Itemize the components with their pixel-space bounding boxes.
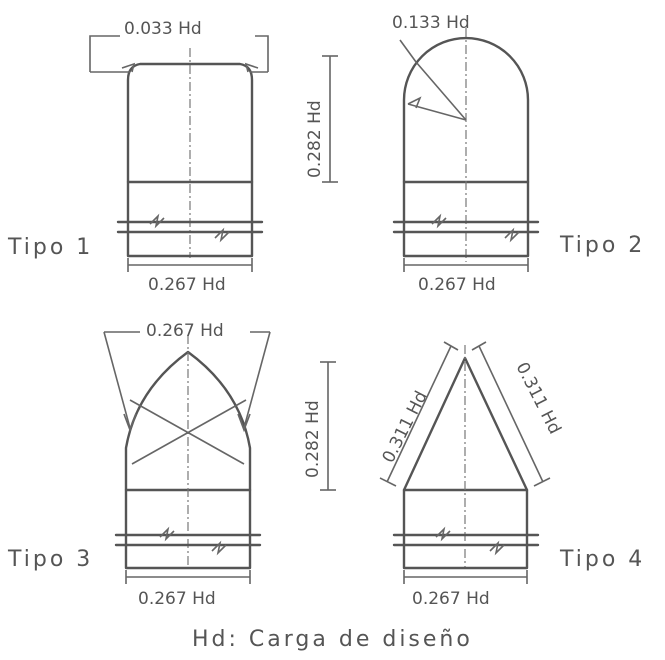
pier-3-arrow-left	[123, 413, 137, 433]
type-4-left-dim-label: 0.311 Hd	[379, 388, 432, 466]
lower-height-dim-label: 0.282 Hd	[303, 400, 323, 478]
pier-3-break-left	[159, 526, 175, 542]
type-1-top-dim-label: 0.033 Hd	[124, 19, 202, 39]
pier-3-break-right	[211, 540, 227, 556]
pier-4-break-right	[489, 540, 505, 556]
upper-height-dim-label: 0.282 Hd	[305, 100, 325, 178]
pier-4-left-dim-line	[386, 345, 452, 483]
type-1-label: Tipo 1	[7, 235, 93, 260]
type-2-bottom-dim-label: 0.267 Hd	[418, 275, 496, 295]
height-dim-lower	[320, 361, 336, 491]
pier-1-break-left	[149, 213, 165, 229]
pier-4-right-dim-line	[478, 345, 544, 483]
type-2-top-dim-label: 0.133 Hd	[392, 13, 470, 33]
type-4-right-dim-label: 0.311 Hd	[512, 359, 565, 437]
pier-type-2	[392, 28, 540, 272]
pier-3-arrow-right	[237, 413, 251, 433]
pier-2-break-right	[504, 227, 520, 243]
type-3-bottom-dim-label: 0.267 Hd	[138, 589, 216, 609]
pier-1-break-right	[214, 227, 230, 243]
pier-2-arrow	[407, 96, 422, 109]
pier-2-outline	[402, 36, 530, 234]
pier-3-radius-line-a	[131, 399, 247, 465]
pier-type-1	[89, 35, 269, 272]
pier-2-radius-line	[415, 61, 467, 121]
pier-2-break-left	[431, 213, 447, 229]
pier-4-base	[402, 543, 529, 570]
type-1-bottom-dim-label: 0.267 Hd	[148, 275, 226, 295]
pier-1-top-bracket	[89, 35, 269, 72]
pier-1-arrow-left	[121, 62, 136, 73]
pier-2-base	[402, 230, 530, 258]
pier-1-base	[126, 230, 254, 258]
legend-text: : Carga de diseño	[229, 627, 473, 652]
height-dim-upper	[322, 55, 338, 183]
legend: Hd: Carga de diseño	[192, 627, 473, 652]
pier-1-arrow-right	[244, 62, 259, 73]
type-3-top-dim-label: 0.267 Hd	[146, 321, 224, 341]
pier-4-break-left	[435, 526, 451, 542]
pier-type-3	[103, 331, 271, 584]
pier-1-outline	[126, 62, 254, 234]
type-3-label: Tipo 3	[7, 547, 93, 572]
pier-3-radius-line-b	[129, 399, 245, 465]
pier-type-4	[379, 341, 551, 584]
pier-3-outline	[124, 350, 252, 547]
legend-symbol: Hd	[192, 627, 229, 652]
pier-3-base	[124, 543, 252, 570]
type-4-bottom-dim-label: 0.267 Hd	[412, 589, 490, 609]
type-4-label: Tipo 4	[559, 547, 645, 572]
type-2-label: Tipo 2	[559, 233, 645, 258]
